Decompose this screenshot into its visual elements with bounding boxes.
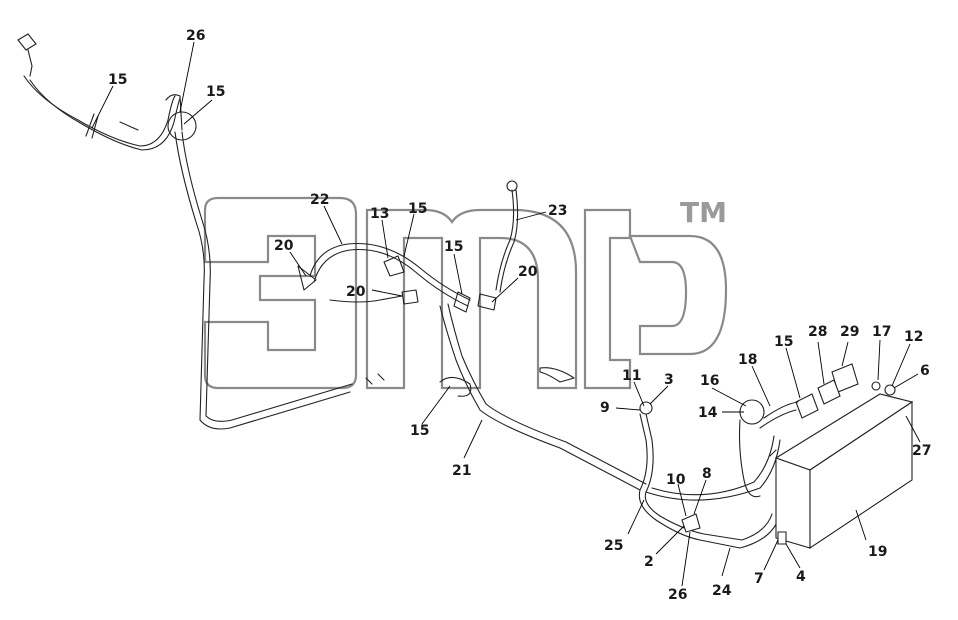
central-harness: [297, 180, 647, 491]
callout-16: 16: [700, 373, 719, 389]
callout-15-battery: 15: [774, 334, 793, 350]
callout-17: 17: [872, 324, 891, 340]
callout-19: 19: [868, 544, 887, 560]
watermark-letter-m: [365, 208, 578, 390]
battery-terminal-17: [871, 381, 881, 391]
callout-15-center: 15: [444, 239, 463, 255]
callout-6: 6: [920, 363, 930, 379]
callout-7: 7: [754, 571, 764, 587]
callout-23: 23: [548, 203, 567, 219]
callout-20-right: 20: [518, 264, 538, 280]
callout-26-bottom: 26: [668, 587, 687, 603]
callout-14: 14: [698, 405, 718, 421]
leader-lines: [91, 41, 921, 587]
watermark-letter-e: [203, 196, 358, 390]
watermark-tm-mark: TM: [680, 196, 727, 229]
inline-fuse-10: [681, 513, 701, 533]
top-terminal-connector: [17, 33, 37, 51]
watermark-letter-b: [628, 234, 728, 356]
connector-15: [795, 393, 819, 419]
callout-13: 13: [370, 206, 389, 222]
callout-3: 3: [664, 372, 674, 388]
callout-20-center: 20: [346, 284, 366, 300]
callout-15-center-top: 15: [408, 201, 427, 217]
terminal-ring-3: [639, 401, 653, 415]
watermark-letter-c: [583, 208, 632, 390]
callout-24: 24: [712, 583, 732, 599]
mount-bolt-4: [777, 531, 787, 545]
callout-10: 10: [666, 472, 686, 488]
lower-cable-run: [638, 401, 781, 549]
callout-21: 21: [452, 463, 471, 479]
callout-labels: 26 15 15 22 13 15 20 15 20 20 23 11 3 9 …: [108, 28, 931, 603]
callout-18: 18: [738, 352, 757, 368]
callout-27: 27: [912, 443, 931, 459]
callout-20-left: 20: [274, 238, 294, 254]
callout-8: 8: [702, 466, 712, 482]
callout-15-left: 15: [108, 72, 127, 88]
battery-side: [809, 400, 913, 550]
callout-15-lower: 15: [410, 423, 429, 439]
upper-left-battery-cable: [17, 33, 353, 430]
battery-assembly: [738, 363, 914, 550]
connector-28: [817, 379, 841, 405]
callout-28: 28: [808, 324, 827, 340]
callout-22: 22: [310, 192, 329, 208]
callout-29: 29: [840, 324, 859, 340]
callout-25: 25: [604, 538, 623, 554]
callout-12: 12: [904, 329, 923, 345]
callout-4: 4: [796, 569, 806, 585]
battery-terminal-12: [884, 384, 896, 396]
callout-11: 11: [622, 368, 641, 384]
callout-2: 2: [644, 554, 654, 570]
watermark-logo: TM: [203, 196, 728, 390]
callout-9: 9: [600, 400, 610, 416]
callout-26-top: 26: [186, 28, 205, 44]
callout-15-upper: 15: [206, 84, 225, 100]
